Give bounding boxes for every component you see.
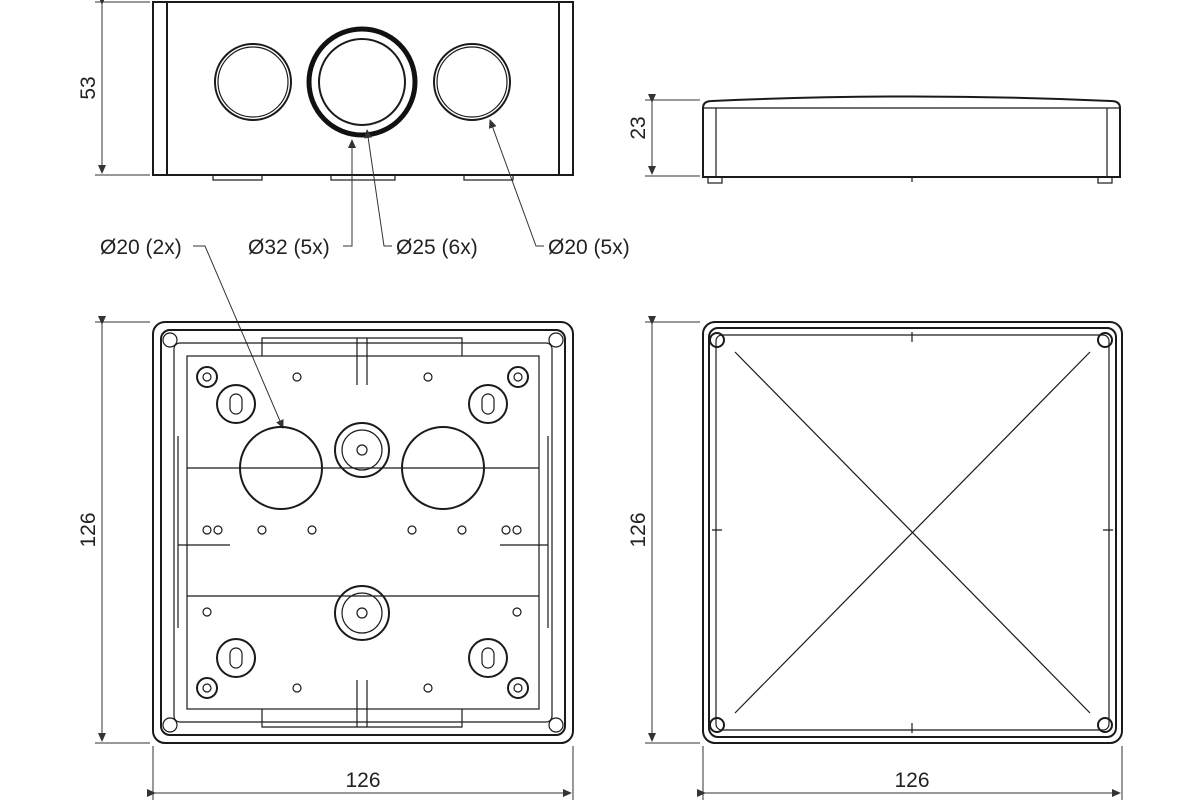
base-top-view: [152, 321, 574, 744]
side-view: [702, 95, 1121, 184]
knockout-20-left: [239, 426, 323, 510]
corner-screws: [162, 332, 564, 733]
callout-hole-20-2x: Ø20 (2x): [100, 236, 182, 259]
dimension-base-height: [95, 316, 574, 800]
callout-hole-25-6x: Ø25 (6x): [396, 236, 478, 259]
hole-20-right: [433, 43, 511, 121]
mounting-slots: [216, 384, 508, 678]
front-view: [152, 1, 574, 181]
dimension-base-width-label: 126: [345, 769, 380, 792]
callout-leaders: [193, 119, 544, 429]
knockout-20-right: [401, 426, 485, 510]
hole-20-left: [214, 43, 292, 121]
dimension-23: [645, 94, 700, 177]
dimension-23-label: 23: [627, 116, 650, 139]
dimension-53: [95, 0, 150, 176]
bosses: [334, 422, 390, 641]
dimension-53-label: 53: [77, 76, 100, 99]
dimension-lid-height: [645, 316, 1123, 800]
callout-hole-32-5x: Ø32 (5x): [248, 236, 330, 259]
hole-32-25-center: [306, 26, 418, 138]
small-holes: [202, 372, 522, 693]
lid-top-view: [702, 321, 1123, 744]
dimension-base-height-label: 126: [77, 512, 100, 547]
dimension-lid-height-label: 126: [627, 512, 650, 547]
dimension-lid-width-label: 126: [894, 769, 929, 792]
callout-hole-20-5x: Ø20 (5x): [548, 236, 630, 259]
